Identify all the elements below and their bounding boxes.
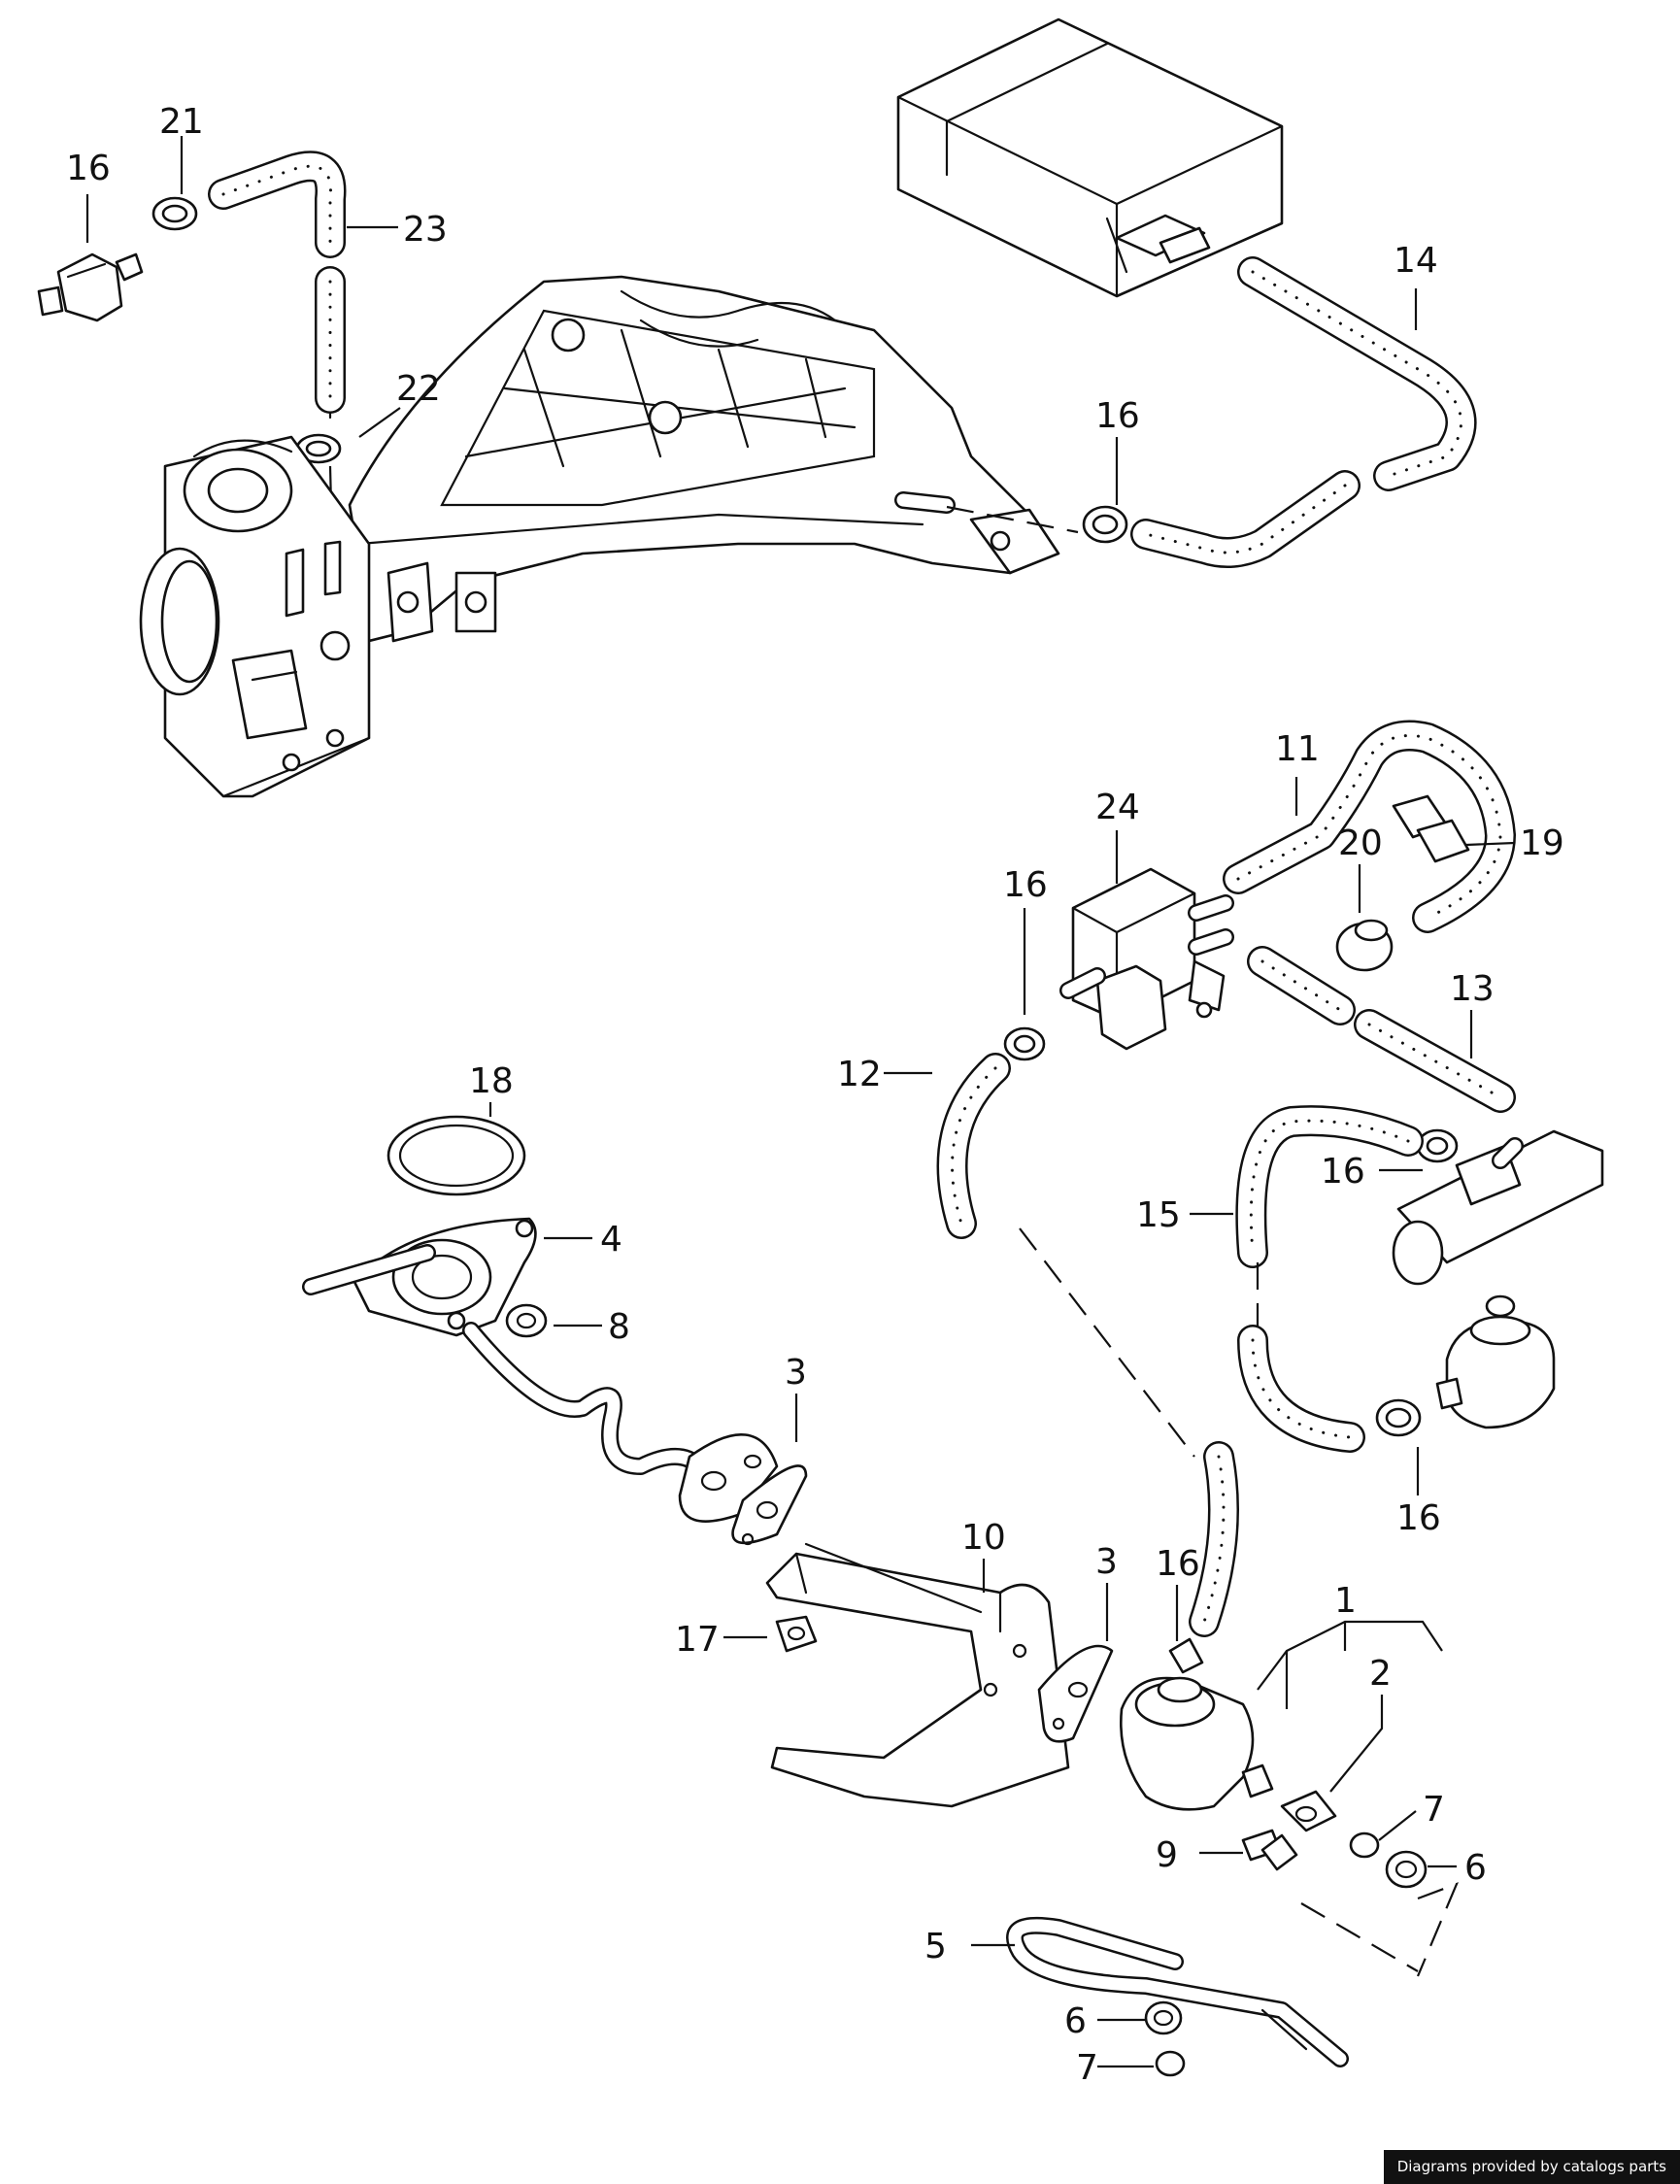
callout-18: 18 xyxy=(469,1061,514,1101)
hose-clip-22-top xyxy=(151,196,198,231)
callout-12: 12 xyxy=(837,1055,882,1094)
bolt-9 xyxy=(1241,1829,1298,1871)
fitting-16-lower xyxy=(1168,1637,1204,1674)
throttle-body xyxy=(139,435,371,798)
callout-4: 4 xyxy=(600,1220,622,1260)
pressure-regulator xyxy=(1435,1294,1556,1429)
callout-19: 19 xyxy=(1520,823,1564,863)
pipe-with-flange-4 xyxy=(302,1217,708,1475)
hose-clip-16-lower-right xyxy=(1375,1398,1422,1437)
nut-8 xyxy=(505,1303,548,1338)
leader-lines xyxy=(85,136,1516,2068)
callout-13: 13 xyxy=(1450,969,1495,1009)
hose-14 xyxy=(894,256,1477,568)
callout-20: 20 xyxy=(1338,823,1383,863)
gasket-3-right xyxy=(1037,1644,1114,1743)
callout-5: 5 xyxy=(924,1927,947,1966)
intake-manifold xyxy=(348,275,1060,643)
callout-3-left: 3 xyxy=(785,1353,807,1393)
callout-11: 11 xyxy=(1275,729,1320,769)
hose-clip-16-top xyxy=(1082,505,1128,544)
hose-clip-16-right xyxy=(1416,1128,1459,1163)
cap-7-lower xyxy=(1155,2050,1186,2077)
callout-16-top: 16 xyxy=(1095,396,1140,436)
hose-13 xyxy=(1247,946,1516,1113)
callout-23: 23 xyxy=(403,210,448,250)
vacuum-unit-1 xyxy=(1120,1676,1274,1811)
callout-16-solenoid: 16 xyxy=(1003,865,1048,905)
callout-16-lower: 16 xyxy=(1156,1544,1200,1584)
cap-7-upper xyxy=(1349,1831,1380,1859)
callout-labels: 16 21 23 22 14 16 11 24 16 20 19 13 12 1… xyxy=(66,102,1564,2088)
callout-7-upper: 7 xyxy=(1423,1790,1445,1830)
callout-16-lower-right: 16 xyxy=(1396,1498,1441,1538)
callout-15: 15 xyxy=(1136,1195,1181,1235)
callout-1: 1 xyxy=(1334,1581,1357,1621)
callout-24: 24 xyxy=(1095,788,1140,827)
callout-9: 9 xyxy=(1156,1835,1178,1875)
callout-21: 16 xyxy=(66,149,111,188)
hose-clip-22-lower xyxy=(295,433,342,545)
gasket-3-left xyxy=(678,1433,808,1546)
nut-17 xyxy=(775,1615,818,1653)
carbon-canister xyxy=(896,17,1284,298)
o-ring-18 xyxy=(386,1115,526,1196)
callout-22-top: 21 xyxy=(159,102,204,142)
callout-14: 14 xyxy=(1394,241,1438,281)
callout-6-upper: 6 xyxy=(1464,1848,1487,1888)
vent-valve-21 xyxy=(37,252,144,322)
callout-17: 17 xyxy=(675,1620,720,1660)
solenoid-valve-24 xyxy=(1059,867,1234,1051)
callout-22-mid: 22 xyxy=(396,369,441,409)
cap-20 xyxy=(1335,919,1394,972)
hose-15 xyxy=(1235,1105,1424,1453)
callout-6-lower: 6 xyxy=(1064,2001,1087,2041)
clip-19 xyxy=(1392,794,1470,863)
callout-10: 10 xyxy=(961,1518,1006,1558)
dashed-link xyxy=(1300,1882,1460,1977)
callout-7-lower: 7 xyxy=(1076,2048,1098,2088)
credit-badge: Diagrams provided by catalogs parts xyxy=(1383,2150,1680,2184)
hose-23 xyxy=(208,151,347,420)
nut-6-upper xyxy=(1385,1850,1428,1889)
hose-11 xyxy=(1223,720,1516,933)
callout-3-right: 3 xyxy=(1095,1542,1118,1582)
hose-clip-16-mid xyxy=(1003,1026,1046,1061)
hose-12 xyxy=(936,1053,1239,1637)
t-connector xyxy=(1392,1129,1604,1286)
nut-6-lower xyxy=(1144,2000,1183,2035)
callout-16-tconn: 16 xyxy=(1321,1152,1365,1192)
pipe-5 xyxy=(1006,1916,1349,2067)
callout-2: 2 xyxy=(1369,1654,1392,1694)
bracket-10 xyxy=(765,1542,1070,1808)
fitting-2 xyxy=(1280,1790,1337,1832)
callout-8: 8 xyxy=(608,1307,630,1347)
